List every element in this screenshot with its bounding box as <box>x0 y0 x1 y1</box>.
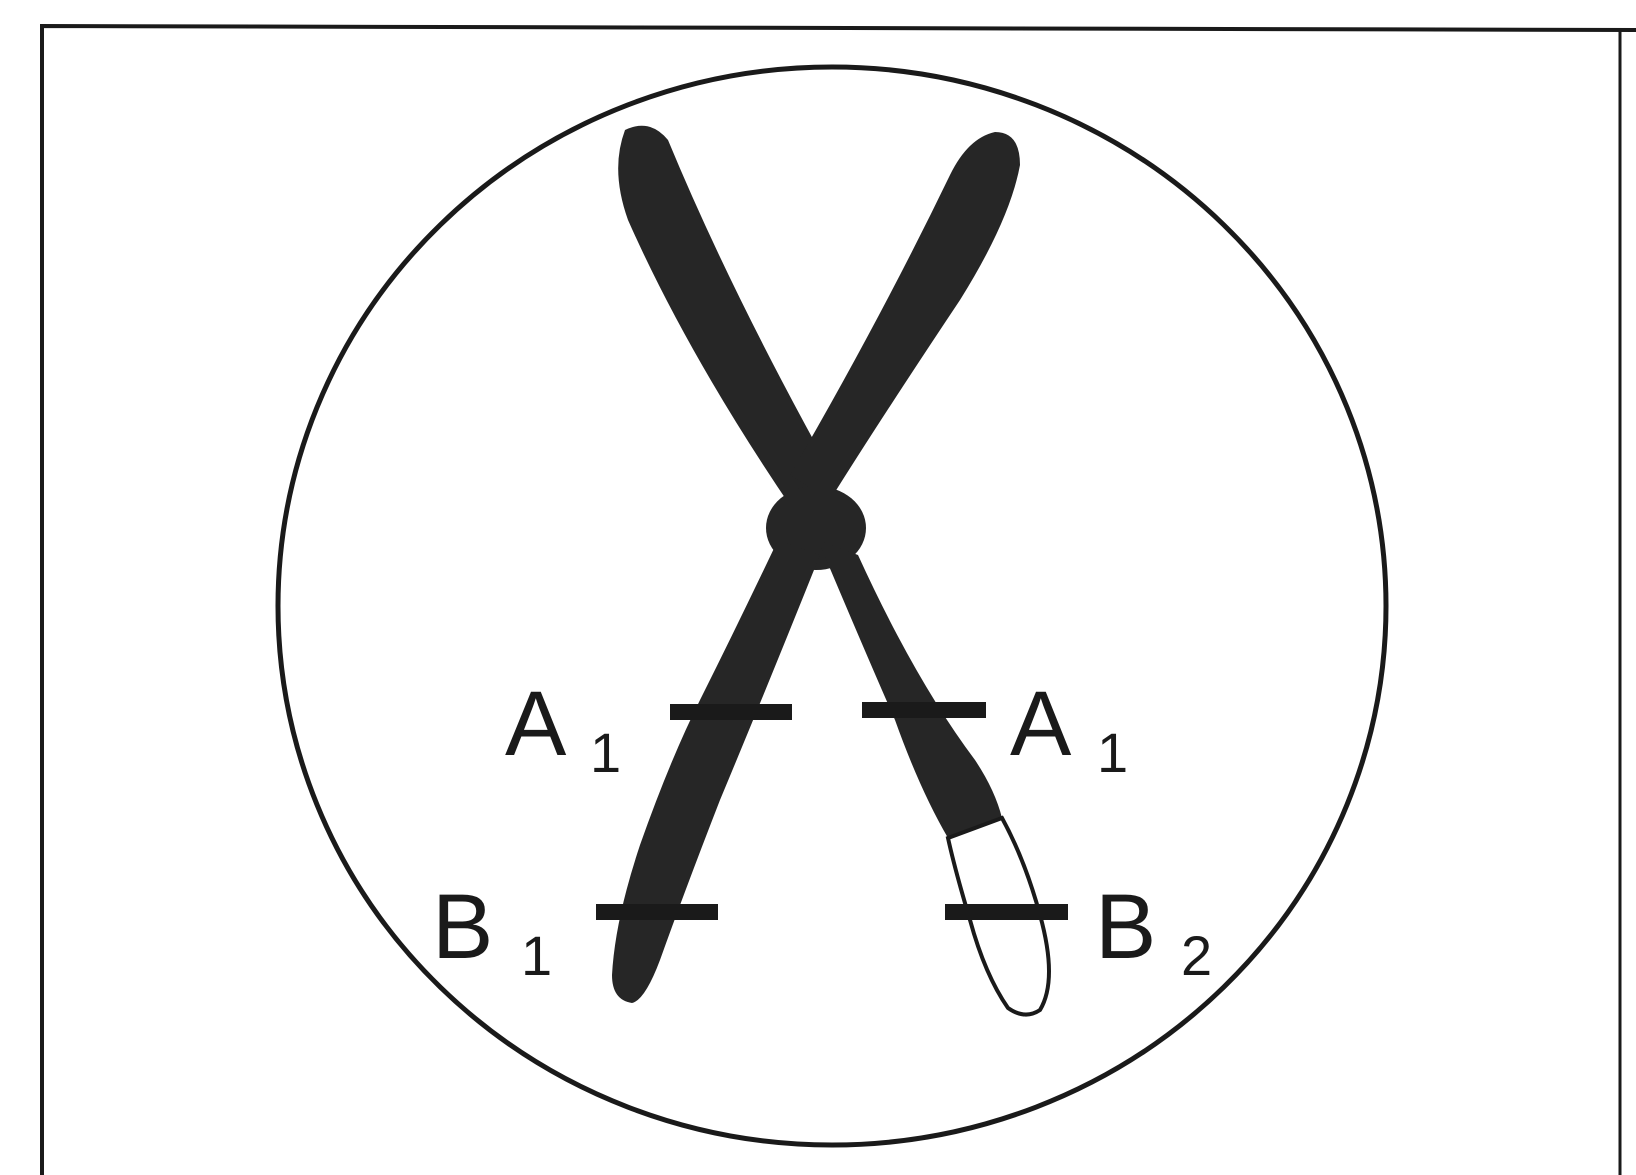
label-right-upper: A 1 <box>1010 673 1128 784</box>
label-left-lower: B 1 <box>432 876 552 987</box>
lower-left-arm <box>612 540 820 1003</box>
label-letter: B <box>432 876 493 978</box>
frame-border <box>42 26 1636 1175</box>
lower-right-arm-upper <box>818 540 1002 838</box>
label-subscript: 2 <box>1181 924 1212 987</box>
label-left-upper: A 1 <box>505 673 621 784</box>
label-letter: A <box>1010 673 1072 775</box>
label-subscript: 1 <box>1097 721 1128 784</box>
label-subscript: 1 <box>521 924 552 987</box>
cell-outline <box>278 67 1386 1145</box>
label-letter: B <box>1095 876 1156 978</box>
label-right-lower: B 2 <box>1095 876 1212 987</box>
label-subscript: 1 <box>590 721 621 784</box>
label-letter: A <box>505 673 567 775</box>
upper-right-arm <box>790 132 1020 500</box>
